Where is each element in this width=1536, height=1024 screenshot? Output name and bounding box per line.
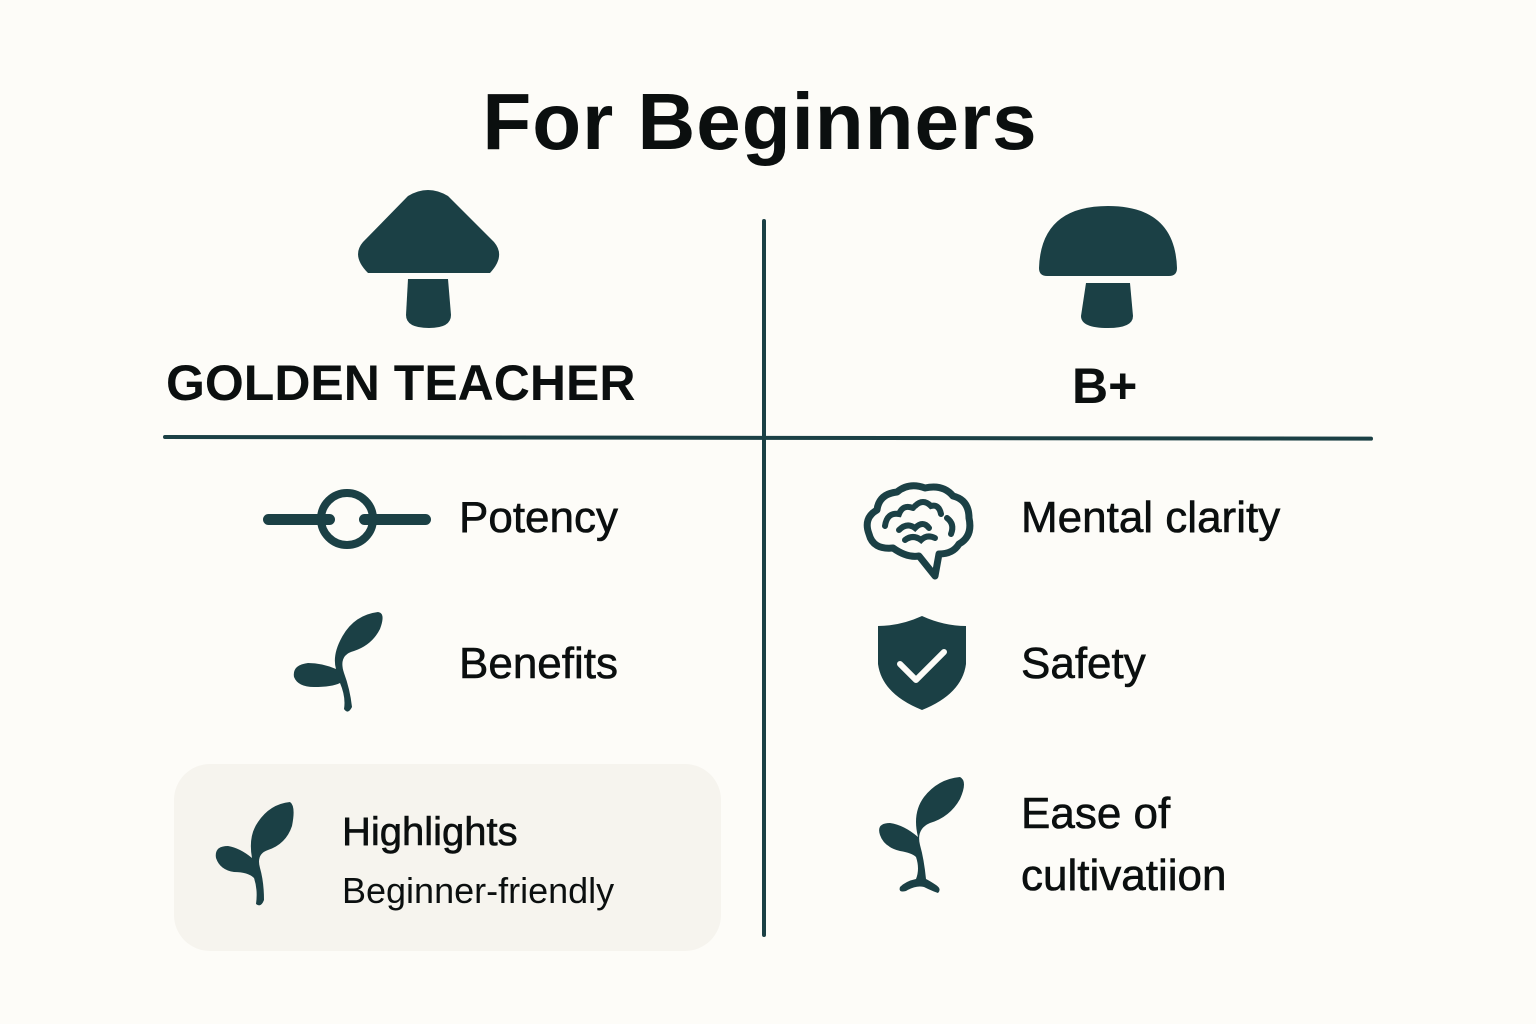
brain-icon	[863, 482, 975, 582]
sprout-icon	[876, 775, 968, 897]
item-label-mental-clarity: Mental clarity	[1021, 493, 1281, 543]
horizontal-divider	[162, 435, 1374, 441]
highlight-subtitle: Beginner-friendly	[342, 870, 615, 911]
column-title-golden-teacher: GOLDEN TEACHER	[166, 355, 636, 411]
page-title: For Beginners	[482, 77, 1038, 166]
sprout-icon	[292, 611, 387, 713]
mushroom-conical-icon	[356, 190, 501, 330]
slider-icon	[262, 486, 432, 552]
item-label-potency: Potency	[459, 493, 619, 543]
highlight-title: Highlights	[342, 810, 518, 855]
item-label-benefits: Benefits	[459, 639, 619, 689]
sprout-icon	[214, 800, 296, 908]
vertical-divider	[762, 219, 766, 937]
column-title-b-plus: B+	[1072, 358, 1138, 414]
highlight-card	[174, 764, 721, 951]
shield-check-icon	[876, 614, 968, 712]
item-label-ease-line-2: cultivatiion	[1021, 851, 1227, 901]
item-label-safety: Safety	[1021, 639, 1146, 689]
mushroom-round-icon	[1037, 204, 1179, 330]
item-label-ease-line-1: Ease of	[1021, 789, 1171, 839]
